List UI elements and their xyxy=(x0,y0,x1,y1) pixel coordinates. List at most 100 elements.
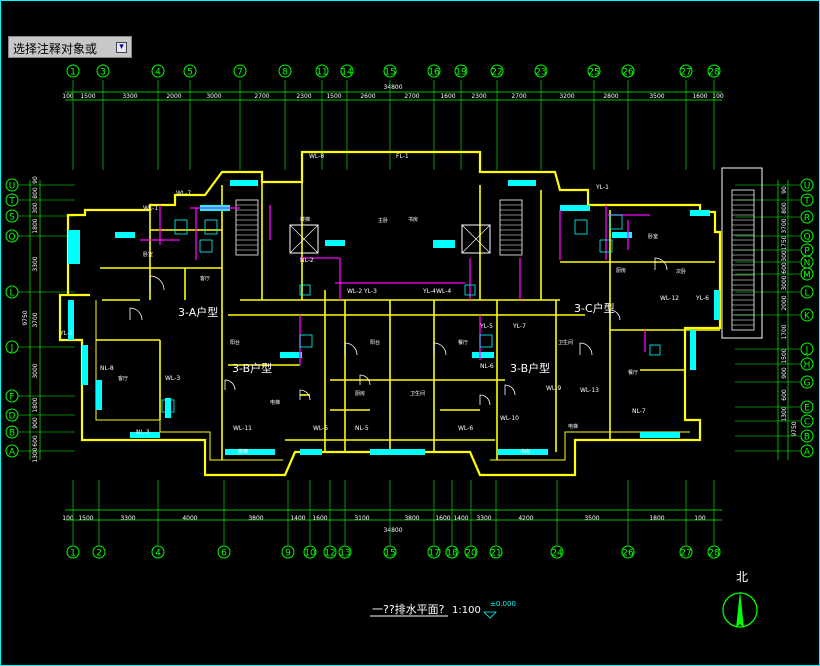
axis-bubble xyxy=(5,340,19,354)
axis-label: L xyxy=(9,289,14,299)
dropdown-icon[interactable]: ▾ xyxy=(116,42,127,53)
pipe-tag: WL-2 xyxy=(347,288,362,295)
axis-bubble xyxy=(800,357,814,371)
pipe-tag: WL-13 xyxy=(580,387,599,394)
axis-bubble xyxy=(66,545,80,559)
dimension-text: 300 xyxy=(32,202,39,214)
axis-bubble xyxy=(679,545,693,559)
room-label: 次卧 xyxy=(676,268,686,275)
dimension-text: 1500 xyxy=(80,93,95,100)
unit-label: 3-B户型 xyxy=(510,361,550,375)
dimension-total: 34800 xyxy=(383,527,402,534)
unit-label: 3-B户型 xyxy=(232,361,272,375)
pipe-tag: WL-3 xyxy=(165,375,180,382)
axis-label: U xyxy=(9,182,16,192)
pipe-tag: YL-7 xyxy=(512,323,526,330)
dimension-text: 2700 xyxy=(254,93,269,100)
dimension-text: 2300 xyxy=(471,93,486,100)
select-annotation-toolbar[interactable]: 选择注释对象或 ▾ xyxy=(8,36,132,58)
pipe-tag: NL-3 xyxy=(136,429,150,436)
room-label: 书房 xyxy=(520,448,530,455)
pipe-tag: WL-1 xyxy=(143,205,158,212)
window xyxy=(300,449,322,455)
room-label: 电梯 xyxy=(568,423,578,430)
axis-label: 4 xyxy=(155,549,161,559)
axis-bubble xyxy=(183,64,197,78)
window xyxy=(115,232,135,238)
axis-label: 22 xyxy=(491,68,502,78)
window xyxy=(325,240,345,246)
window xyxy=(560,205,590,211)
axis-bubble xyxy=(679,64,693,78)
window xyxy=(280,352,302,358)
axis-label: R xyxy=(804,214,810,224)
axis-label: 27 xyxy=(680,549,691,559)
elevator-icon xyxy=(289,224,319,254)
door-swing xyxy=(579,342,593,356)
dimension-text: 3300 xyxy=(32,256,39,271)
window xyxy=(433,240,455,248)
window xyxy=(225,449,275,455)
axis-bubble xyxy=(5,285,19,299)
command-prompt: 选择注释对象或 xyxy=(13,42,98,56)
dimension-text: 90 xyxy=(32,176,39,184)
window xyxy=(230,180,258,186)
sanitary-fixture xyxy=(174,219,188,235)
dimension-text: 1800 xyxy=(649,515,664,522)
dimension-text: 3100 xyxy=(354,515,369,522)
axis-bubble xyxy=(454,64,468,78)
pipe-tag: WL-7 xyxy=(176,190,191,197)
axis-label: K xyxy=(804,312,811,322)
dimension-text: 2600 xyxy=(360,93,375,100)
axis-label: 27 xyxy=(680,68,691,78)
north-label: 北 xyxy=(736,570,748,584)
level-mark: ±0.000 xyxy=(490,600,516,608)
axis-label: 4 xyxy=(155,68,161,78)
dimension-text: 100 xyxy=(712,93,724,100)
axis-label: 3 xyxy=(100,68,106,78)
axis-bubble xyxy=(800,210,814,224)
dimension-text: 2700 xyxy=(404,93,419,100)
axis-label: B xyxy=(9,429,15,439)
elevator-icon xyxy=(461,224,491,254)
axis-label: 18 xyxy=(446,549,458,559)
axis-label: 10 xyxy=(304,549,316,559)
axis-label: 11 xyxy=(316,68,327,78)
axis-label: 25 xyxy=(588,68,599,78)
axis-label: G xyxy=(804,379,811,389)
door-swing xyxy=(129,307,143,321)
axis-label: 24 xyxy=(551,549,563,559)
pipe-tag: YL-6 xyxy=(695,295,709,302)
dimension-text: 2300 xyxy=(296,93,311,100)
sanitary-fixture xyxy=(649,344,661,356)
axis-label: D xyxy=(9,412,16,422)
sanitary-fixture xyxy=(299,284,311,296)
window xyxy=(690,330,696,370)
dimension-text: 1600 xyxy=(692,93,707,100)
dimension-text: 1400 xyxy=(453,515,468,522)
pipe-tag: WL-10 xyxy=(500,415,519,422)
axis-bubble xyxy=(800,414,814,428)
interior-wall xyxy=(490,431,690,461)
room-label: 电梯 xyxy=(270,399,280,406)
window xyxy=(165,398,171,418)
sanitary-fixture xyxy=(609,214,623,230)
axis-bubble xyxy=(5,389,19,403)
room-label: 楼梯 xyxy=(238,448,248,455)
dimension-text: 2700 xyxy=(511,93,526,100)
room-label: 卧室 xyxy=(143,251,153,258)
window xyxy=(714,290,720,320)
sanitary-fixture xyxy=(479,334,493,348)
axis-label: 16 xyxy=(428,68,440,78)
stair-icon xyxy=(499,199,523,256)
door-swing xyxy=(359,374,371,386)
pipe-tag: YL-1 xyxy=(595,184,609,191)
dimension-text: 3700 xyxy=(32,312,39,327)
unit-label: 3-A户型 xyxy=(178,305,218,319)
building-outline xyxy=(58,150,763,477)
axis-label: T xyxy=(803,197,810,207)
axis-bubble xyxy=(217,545,231,559)
axis-bubble xyxy=(151,64,165,78)
axis-bubble xyxy=(303,545,317,559)
